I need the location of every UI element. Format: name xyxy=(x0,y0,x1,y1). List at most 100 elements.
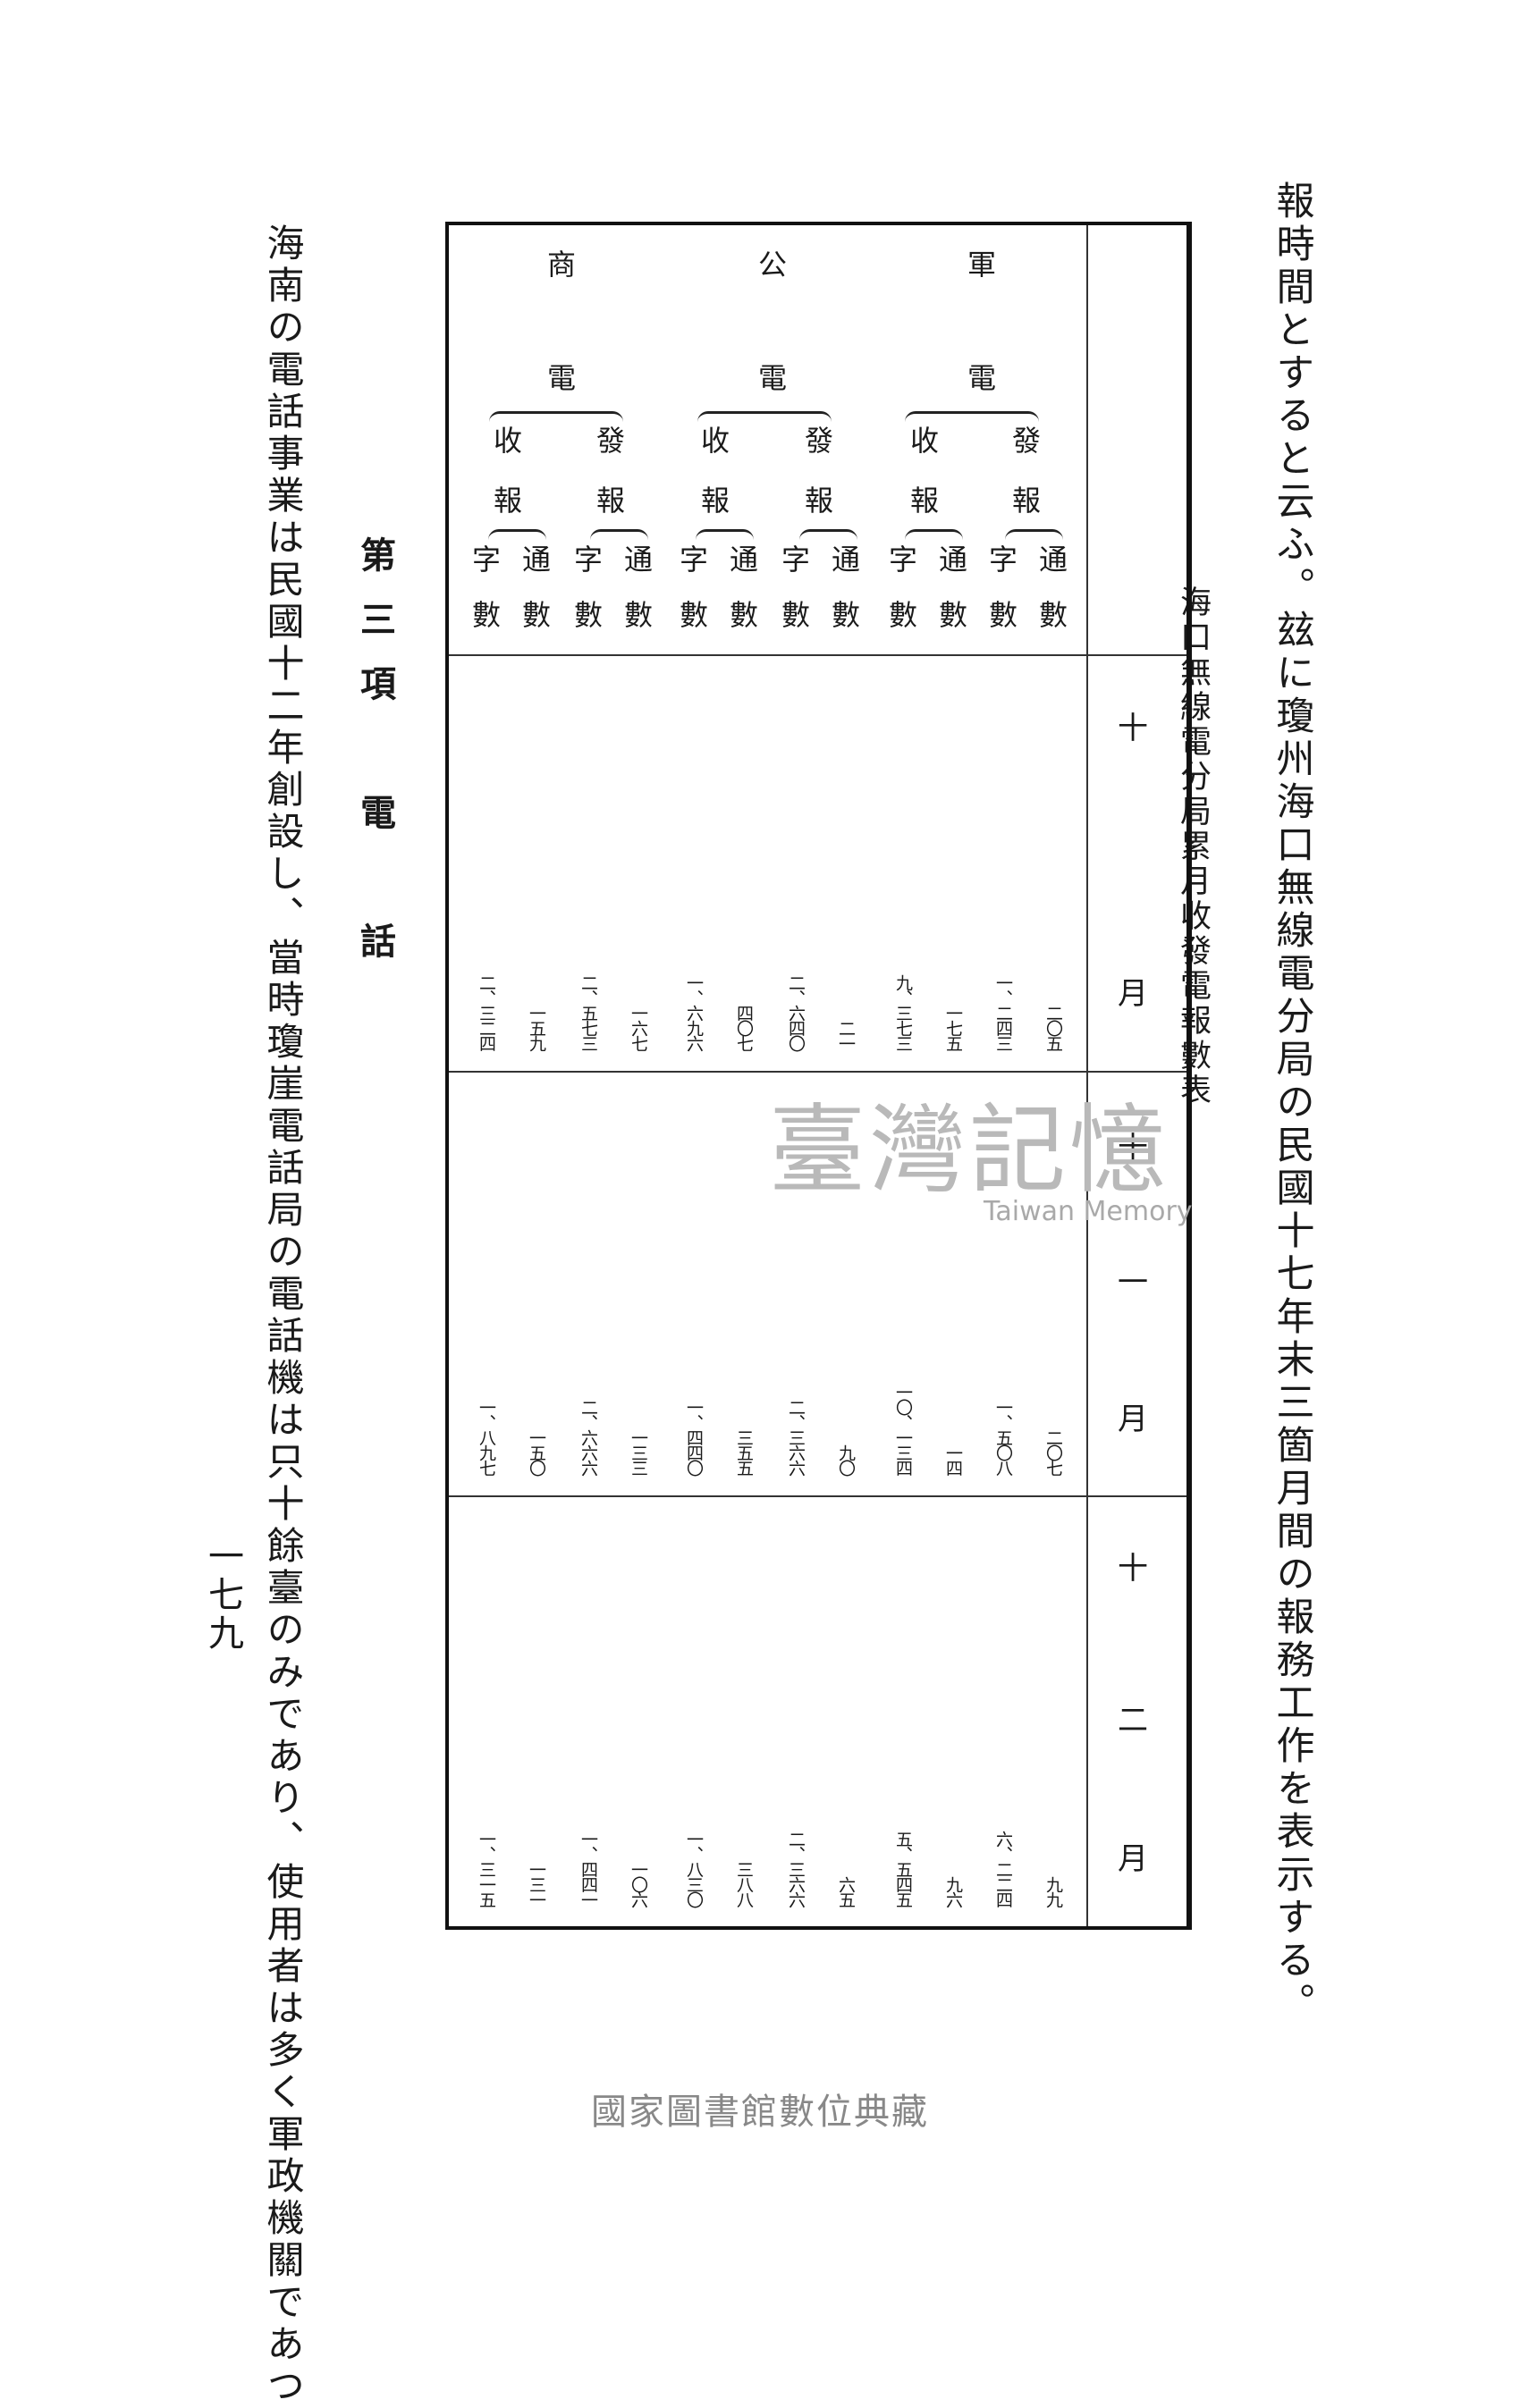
body-text: 海南の電話事業は民國十二年創設し、當時瓊崖電話局の電話機は只十餘臺のみであり、使… xyxy=(261,223,305,2408)
m2-mil-recv-count: 一四 xyxy=(943,1444,963,1475)
m2-com-recv-chars: 一、八九七 xyxy=(477,1399,496,1475)
m3-com-send-count: 一〇六 xyxy=(629,1861,648,1907)
m1-mil-send-count: 二〇五 xyxy=(1043,1005,1063,1050)
brace-military-receive xyxy=(905,529,963,543)
m3-pub-send-chars: 二、三六六 xyxy=(786,1831,806,1907)
m3-pub-recv-chars: 一、八三〇 xyxy=(684,1831,704,1907)
m2-mil-send-chars: 一、五〇八 xyxy=(993,1399,1013,1475)
metric-shu-11: 數 xyxy=(522,598,552,632)
m2-pub-send-chars: 二、三六六 xyxy=(786,1399,806,1475)
commercial-receive-report: 報 xyxy=(494,484,523,518)
category-commercial-suffix: 電 xyxy=(547,361,577,395)
m1-mil-send-chars: 一、二四三 xyxy=(993,974,1013,1050)
section-heading: 第三項 電 話 xyxy=(354,536,396,987)
month-header-divider xyxy=(1086,654,1186,656)
metric-chars-6: 字 xyxy=(472,543,502,577)
category-commercial: 商 xyxy=(547,248,577,282)
m2-com-send-count: 一三三 xyxy=(629,1429,648,1475)
brace-public xyxy=(697,411,832,430)
month-2-top: 十 xyxy=(1118,1131,1148,1166)
month-3-bottom: 月 xyxy=(1118,1841,1148,1877)
metric-count-6: 通 xyxy=(522,543,552,577)
m2-mil-send-count: 二〇七 xyxy=(1043,1429,1063,1475)
month-1-bottom: 月 xyxy=(1118,976,1148,1012)
month-2-mid: 一 xyxy=(1118,1265,1148,1301)
metric-count-3: 通 xyxy=(832,543,861,577)
m3-com-recv-chars: 一、三一五 xyxy=(477,1831,496,1907)
m2-pub-send-count: 九〇 xyxy=(836,1444,856,1475)
m2-pub-recv-chars: 一、四四〇 xyxy=(684,1399,704,1475)
metric-count-2: 通 xyxy=(939,543,968,577)
metric-chars-3: 字 xyxy=(781,543,811,577)
m3-com-send-chars: 一、四四一 xyxy=(578,1831,598,1907)
month-row-divider-1 xyxy=(449,1071,1186,1073)
month-column-divider xyxy=(1086,225,1088,1926)
telegram-table: 軍 公 商 電 電 電 發 收 發 收 發 收 報 報 報 報 報 報 通 字 … xyxy=(445,222,1192,1930)
month-row-divider-2 xyxy=(449,1495,1186,1497)
category-public-suffix: 電 xyxy=(758,361,788,395)
brace-commercial xyxy=(489,411,623,430)
m3-com-recv-count: 一三一 xyxy=(527,1861,546,1907)
m1-com-send-count: 一六七 xyxy=(629,1005,648,1050)
military-receive-report: 報 xyxy=(910,484,940,518)
m2-com-recv-count: 一五〇 xyxy=(527,1429,546,1475)
month-3-top: 十 xyxy=(1118,1551,1148,1587)
category-military: 軍 xyxy=(967,248,997,282)
m3-pub-send-count: 六五 xyxy=(836,1876,856,1907)
metric-count-1: 通 xyxy=(1039,543,1068,577)
table-title: 海口無線電分局累月收發電報數表 xyxy=(1175,585,1211,1108)
metric-shu-9: 數 xyxy=(624,598,654,632)
commercial-receive-label: 收 xyxy=(494,424,523,458)
metric-count-5: 通 xyxy=(624,543,654,577)
brace-public-send xyxy=(799,529,857,543)
m1-mil-recv-count: 一七五 xyxy=(943,1005,963,1050)
metric-chars-5: 字 xyxy=(574,543,604,577)
category-military-suffix: 電 xyxy=(967,361,997,395)
metric-shu-8: 數 xyxy=(680,598,709,632)
military-send-report: 報 xyxy=(1012,484,1042,518)
page-number: 一七九 xyxy=(202,1537,243,1653)
metric-chars-4: 字 xyxy=(680,543,709,577)
m3-mil-recv-chars: 五、五四五 xyxy=(893,1831,913,1907)
m1-mil-recv-chars: 九、三七三 xyxy=(893,974,913,1050)
metric-shu-7: 數 xyxy=(730,598,759,632)
metric-shu-10: 數 xyxy=(574,598,604,632)
m1-pub-recv-count: 四〇七 xyxy=(734,1005,754,1050)
metric-count-4: 通 xyxy=(730,543,759,577)
metric-shu-6: 數 xyxy=(781,598,811,632)
public-send-label: 發 xyxy=(805,424,834,458)
public-receive-report: 報 xyxy=(701,484,730,518)
m2-pub-recv-count: 三五五 xyxy=(734,1429,754,1475)
metric-chars-2: 字 xyxy=(889,543,918,577)
footer-collection: 國家圖書館數位典藏 xyxy=(591,2092,929,2133)
m3-mil-recv-count: 九六 xyxy=(943,1876,963,1907)
brace-public-receive xyxy=(696,529,754,543)
watermark-logo: 臺灣記憶 xyxy=(769,1095,1170,1207)
m1-com-recv-chars: 二、三二四 xyxy=(477,974,496,1050)
m1-com-send-chars: 二、五七三 xyxy=(578,974,598,1050)
brace-commercial-send xyxy=(590,529,648,543)
public-send-report: 報 xyxy=(805,484,834,518)
month-2-bottom: 月 xyxy=(1118,1402,1148,1437)
watermark-logo-en: Taiwan Memory xyxy=(984,1196,1193,1227)
m3-mil-send-count: 九九 xyxy=(1043,1876,1063,1907)
m2-mil-recv-chars: 一〇、一三四 xyxy=(893,1384,913,1475)
brace-commercial-receive xyxy=(488,529,546,543)
brace-military-send xyxy=(1005,529,1063,543)
metric-shu-3: 數 xyxy=(939,598,968,632)
m3-mil-send-chars: 六、二二四 xyxy=(993,1831,1013,1907)
month-1-top: 十 xyxy=(1118,711,1148,746)
m1-pub-send-count: 二一 xyxy=(836,1020,856,1050)
m2-com-send-chars: 二、六六六 xyxy=(578,1399,598,1475)
header-row-divider xyxy=(449,654,1086,656)
category-public: 公 xyxy=(758,248,788,282)
metric-shu-5: 數 xyxy=(832,598,861,632)
metric-chars-1: 字 xyxy=(989,543,1018,577)
brace-military xyxy=(905,411,1039,430)
intro-text: 報時間とすると云ふ。玆に瓊州海口無線電分局の民國十七年末三箇月間の報務工作を表示… xyxy=(1270,181,1314,2025)
commercial-send-label: 發 xyxy=(596,424,626,458)
month-3-mid: 二 xyxy=(1118,1703,1148,1739)
m1-pub-recv-chars: 一、六九六 xyxy=(684,974,704,1050)
public-receive-label: 收 xyxy=(701,424,730,458)
metric-shu-1: 數 xyxy=(1039,598,1068,632)
